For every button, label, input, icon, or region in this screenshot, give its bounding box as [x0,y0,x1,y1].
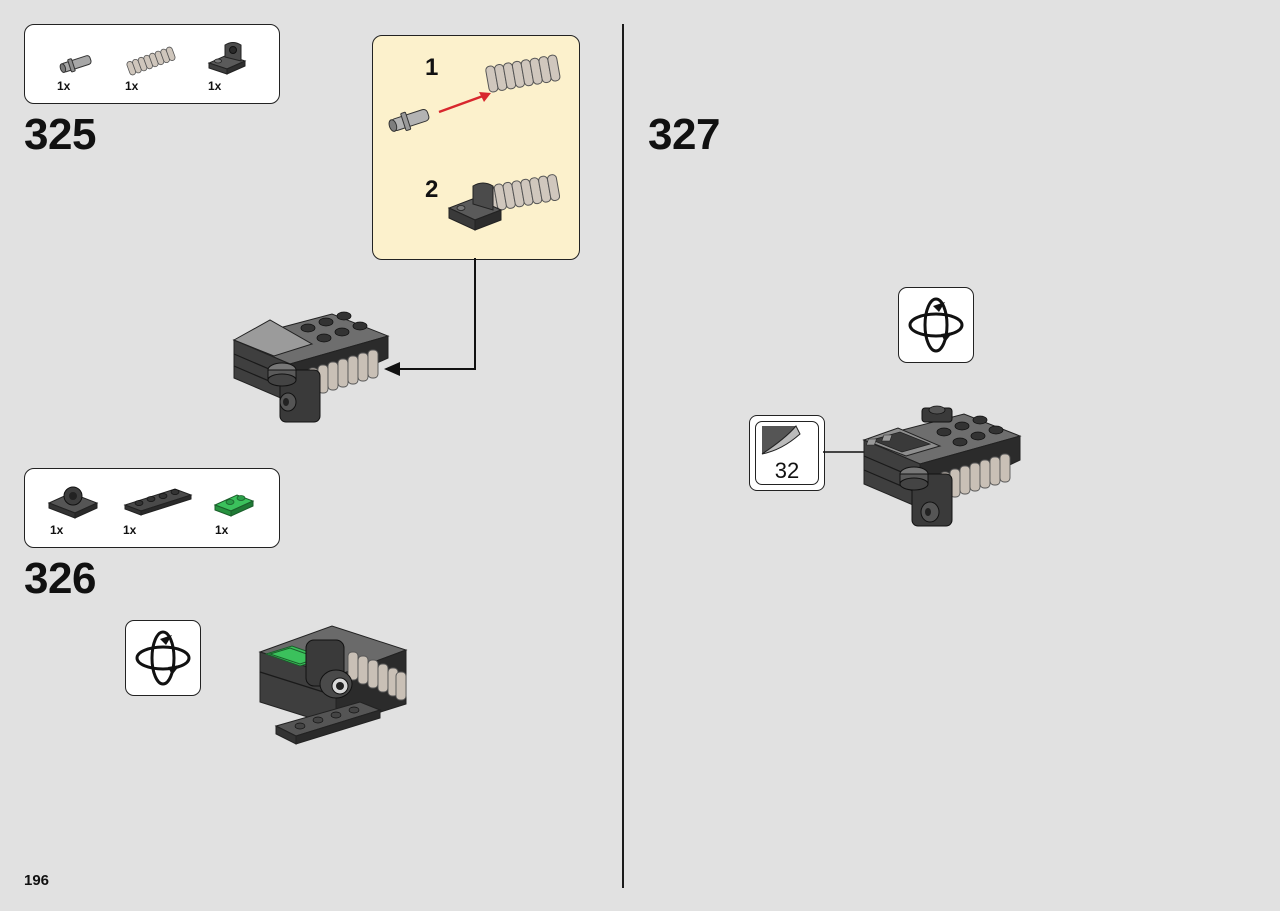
page-number: 196 [24,872,50,889]
plate-1x4-icon [123,488,193,516]
step-number-327: 327 [648,110,720,159]
parts-list-326: 1x 1x 1x [24,468,280,548]
bracket-plate-icon [207,42,247,75]
substep-number: 2 [425,176,439,203]
column-divider [622,24,624,888]
sticker-peel-icon [761,425,801,455]
rotate-model-indicator [898,287,974,363]
sticker-frame: 32 [755,421,819,485]
subassembly-callout: 1 2 [372,35,580,260]
step-number-326: 326 [24,554,96,603]
model-326 [258,625,408,745]
sticker-number: 32 [774,458,800,483]
part-qty: 1x [123,523,137,537]
sticker-callout: 32 [749,415,825,491]
technic-pin-icon [388,108,430,132]
rotate-model-indicator [125,620,201,696]
callout-connector [384,258,476,376]
model-325 [232,311,390,423]
bracket-with-hose-icon [447,174,561,231]
model-327 [862,405,1022,527]
substep-number: 1 [425,54,439,81]
green-plate-1x2-icon [213,494,255,517]
assembly-arrow-icon [438,92,491,114]
part-qty: 1x [50,523,64,537]
part-qty: 1x [215,523,229,537]
rotate-icon [908,297,964,353]
step-number-325: 325 [24,110,96,159]
hinge-plate-icon [47,486,99,519]
part-qty: 1x [208,79,222,93]
part-qty: 1x [57,79,71,93]
rotate-icon [135,630,191,686]
parts-list-325: 1x 1x 1x [24,24,280,104]
part-qty: 1x [125,79,139,93]
ribbed-hose-icon [126,46,176,76]
technic-pin-icon [59,55,92,73]
ribbed-hose-icon [485,54,561,93]
